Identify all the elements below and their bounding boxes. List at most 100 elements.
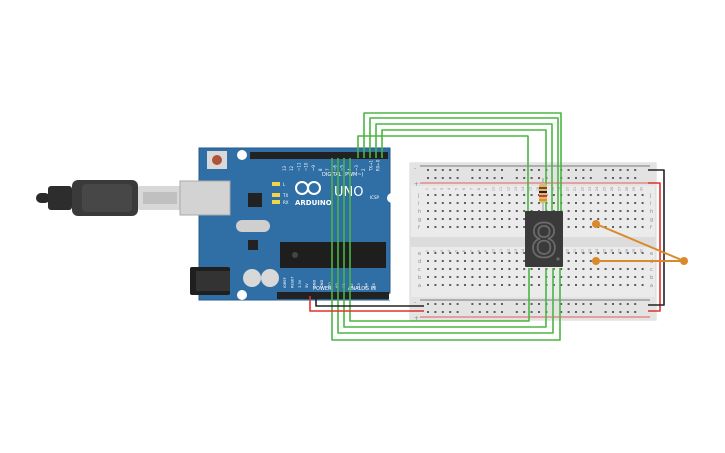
column-number: 1 [425, 188, 429, 190]
column-number: 29 [632, 187, 636, 191]
row-letter: g [418, 217, 421, 223]
display-digit: 8 [530, 214, 558, 268]
arduino-logo-icon [295, 181, 321, 195]
column-number: 22 [580, 249, 584, 253]
seven-segment-display[interactable]: 8 [525, 211, 563, 269]
row-letter: b [650, 275, 653, 281]
digital-pin-label: 12 [289, 165, 294, 171]
bottom-pin-label: A5 [372, 283, 376, 288]
row-letter: b [418, 275, 421, 281]
wire-green-3[interactable] [381, 129, 547, 215]
digital-pin-label: ~11 [296, 162, 301, 171]
row-letter: a [418, 283, 421, 289]
column-number: 2 [432, 250, 436, 252]
column-number: 27 [617, 249, 621, 253]
digital-pin-label: ~3 [354, 165, 359, 171]
column-number: 2 [432, 188, 436, 190]
icsp-label: ICSP [370, 195, 380, 200]
column-number: 23 [588, 249, 592, 253]
bottom-pin-label: A4 [364, 283, 368, 288]
wire-green-8[interactable] [343, 158, 547, 328]
column-number: 25 [603, 187, 607, 191]
column-number: 26 [610, 187, 614, 191]
column-number: 23 [588, 187, 592, 191]
column-number: 28 [625, 187, 629, 191]
row-letter: f [650, 225, 652, 231]
column-number: 13 [514, 187, 518, 191]
column-number: 14 [521, 249, 525, 253]
bottom-pin-label: RESET [290, 276, 294, 288]
column-number: 27 [617, 187, 621, 191]
column-number: 25 [603, 249, 607, 253]
column-number: 5 [455, 250, 459, 252]
column-number: 28 [625, 249, 629, 253]
wire-red-rail[interactable] [648, 182, 661, 312]
column-number: 9 [484, 250, 488, 252]
row-letter: e [650, 251, 653, 257]
row-letter: j [649, 193, 651, 199]
digital-pin-label: TX→1 [368, 159, 373, 172]
row-letter: c [418, 267, 421, 273]
digital-header-label: DIGITAL (PWM~) [322, 172, 364, 178]
wire-green-1[interactable] [369, 117, 559, 215]
row-letter: g [650, 217, 653, 223]
bottom-pin-label: 5V [305, 283, 309, 288]
power-analog-header[interactable] [277, 292, 389, 299]
column-number: 11 [499, 187, 503, 191]
bottom-pin-label: IOREF [283, 277, 287, 288]
digital-pin-label: RX←0 [376, 159, 381, 171]
analog-header-label: ANALOG IN [348, 286, 376, 292]
row-letter: e [418, 251, 421, 257]
wire-green-5[interactable] [357, 135, 529, 215]
column-number: 15 [529, 187, 533, 191]
row-letter: c [650, 267, 653, 273]
bottom-pin-label: A0 [335, 283, 339, 288]
row-letter: h [650, 209, 653, 215]
bottom-pin-label: GND [313, 280, 317, 288]
column-number: 11 [499, 249, 503, 253]
usb-cable[interactable] [36, 180, 182, 216]
wires[interactable] [309, 112, 688, 341]
arduino-uno-board[interactable]: ARDUINO UNO DIGITAL (PWM~) POWER ANALOG … [179, 147, 397, 301]
column-number: 24 [595, 249, 599, 253]
wire-orange-1[interactable] [595, 223, 685, 262]
wire-red-5v[interactable] [309, 296, 424, 312]
wire-green-7[interactable] [337, 158, 554, 334]
row-letter: j [417, 193, 419, 199]
column-number: 4 [447, 250, 451, 252]
rail-plus-top: + [414, 181, 419, 188]
wire-green-9[interactable] [349, 158, 530, 322]
column-number: 30 [640, 249, 644, 253]
row-letter: i [650, 201, 651, 207]
resistor[interactable] [539, 178, 547, 212]
bottom-pin-label: Vin [327, 282, 331, 288]
digital-pin-label: 2 [361, 168, 366, 171]
wire-black-rail[interactable] [648, 169, 665, 306]
bottom-pin-label: 3.3V [298, 279, 302, 288]
column-number: 13 [514, 249, 518, 253]
rail-plus-bottom: + [414, 315, 419, 322]
board-model-label: UNO [334, 185, 363, 200]
column-number: 4 [447, 188, 451, 190]
digital-header[interactable] [250, 152, 388, 159]
column-number: 7 [469, 188, 473, 190]
column-number: 8 [477, 188, 481, 190]
wire-black-gnd[interactable] [315, 296, 424, 307]
rail-minus-bottom: - [414, 299, 416, 306]
bottom-pin-label: A3 [357, 283, 361, 288]
row-letter: d [418, 259, 421, 265]
wire-green-6[interactable] [331, 158, 561, 341]
power-header-label: POWER [313, 286, 332, 292]
led-tx-label: TX [282, 193, 288, 198]
column-number: 5 [455, 188, 459, 190]
column-number: 3 [440, 188, 444, 190]
column-number: 8 [477, 250, 481, 252]
column-number: 30 [640, 187, 644, 191]
wire-green-2[interactable] [375, 123, 553, 215]
column-number: 6 [462, 188, 466, 190]
column-number: 16 [536, 187, 540, 191]
row-letter: a [650, 283, 653, 289]
